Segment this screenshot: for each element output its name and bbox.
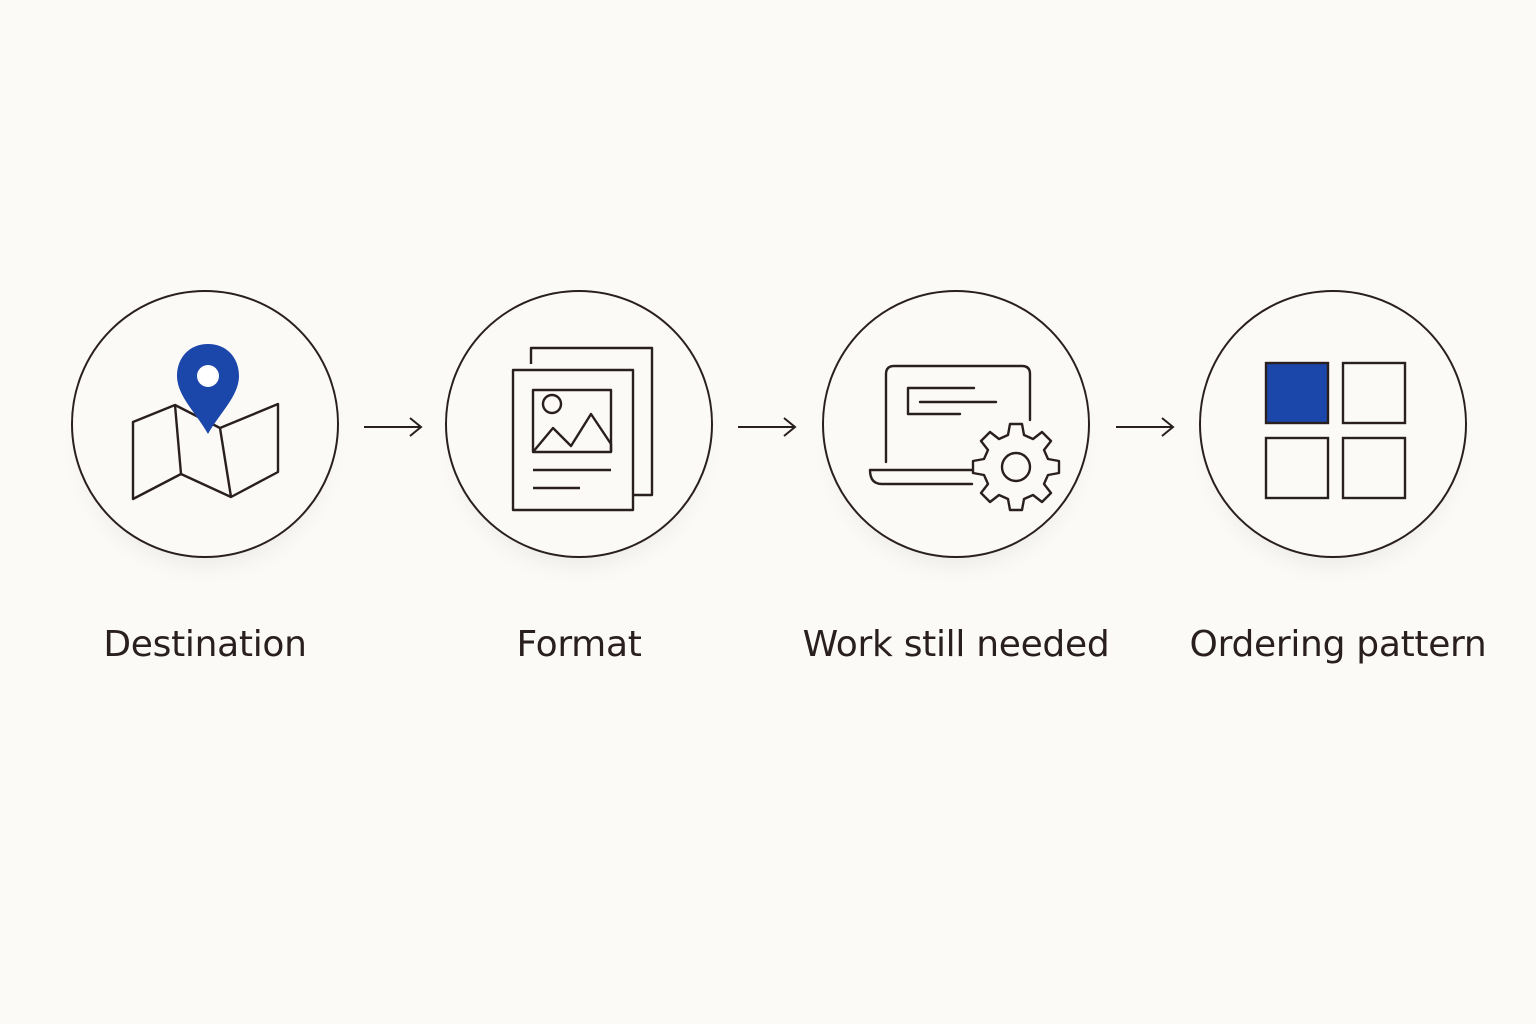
- laptop-gear-icon: [868, 364, 1061, 512]
- step-destination-circle: [71, 290, 339, 558]
- arrow-right-icon: [738, 417, 797, 437]
- step-format-circle: [445, 290, 713, 558]
- arrow-right-icon: [364, 417, 423, 437]
- step-ordering-circle: [1199, 290, 1467, 558]
- map-pin-icon: [131, 344, 280, 501]
- step-label-destination: Destination: [103, 624, 307, 665]
- arrow-right-icon: [1116, 417, 1175, 437]
- grid-squares-icon: [1264, 361, 1407, 500]
- step-label-format: Format: [516, 624, 642, 665]
- step-work-circle: [822, 290, 1090, 558]
- step-label-work: Work still needed: [802, 624, 1110, 665]
- step-label-ordering: Ordering pattern: [1189, 624, 1487, 665]
- document-image-icon: [511, 346, 654, 512]
